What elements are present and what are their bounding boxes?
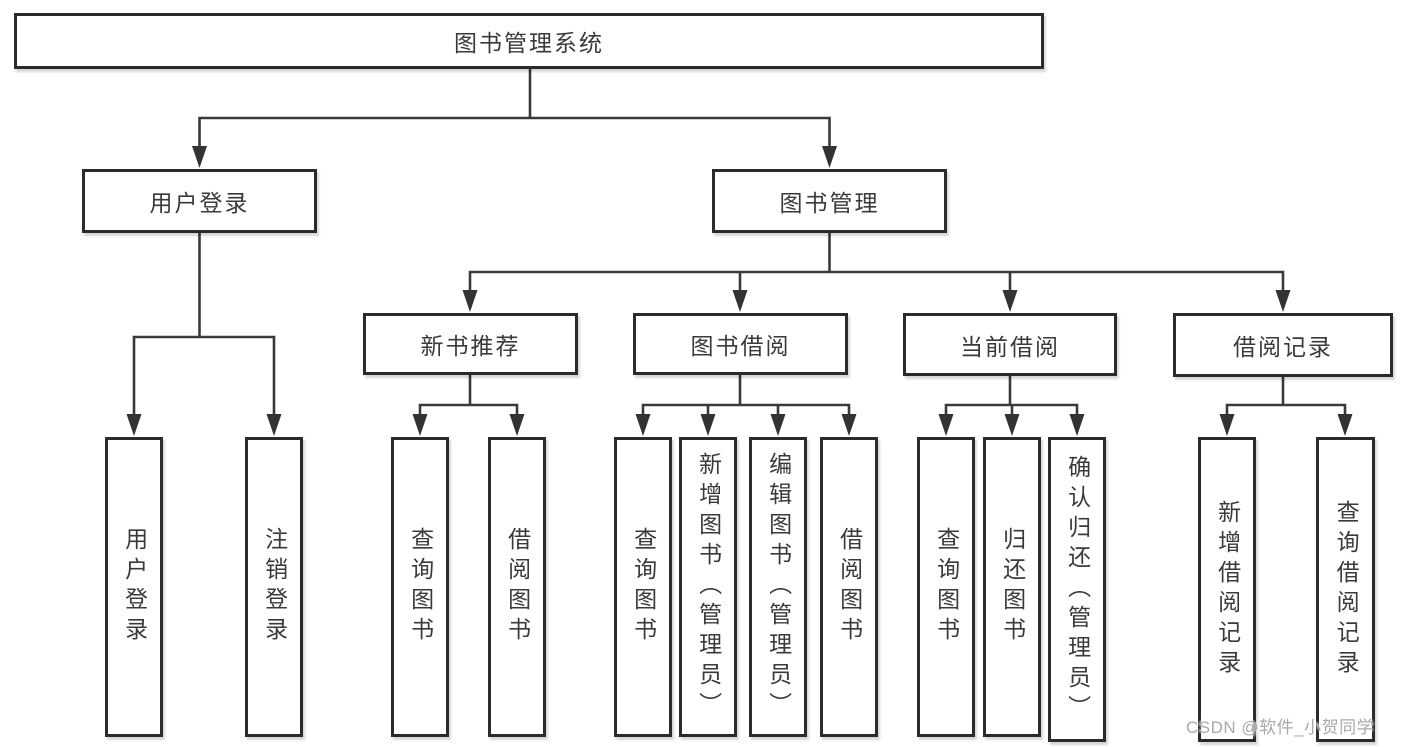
- watermark-text: CSDN @软件_小贺同学: [1186, 718, 1375, 737]
- leaf-return-books: 归还图书: [983, 437, 1041, 737]
- leaf-confirm-return-admin: 确认归还（管理员）: [1048, 437, 1106, 742]
- node-borrow-records: 借阅记录: [1173, 313, 1393, 377]
- leaf-query-books-borrow: 查询图书: [614, 437, 672, 737]
- leaf-edit-books-admin: 编辑图书（管理员）: [749, 437, 807, 737]
- leaf-borrow-books-recommend: 借阅图书: [488, 437, 546, 737]
- leaf-query-books-current: 查询图书: [917, 437, 975, 737]
- leaf-add-books-admin: 新增图书（管理员）: [679, 437, 737, 737]
- node-current-borrow: 当前借阅: [903, 313, 1117, 376]
- leaf-logout: 注销登录: [245, 437, 303, 737]
- node-book-management: 图书管理: [712, 169, 947, 233]
- leaf-user-login: 用户登录: [105, 437, 163, 737]
- node-new-book-recommend: 新书推荐: [363, 313, 578, 375]
- node-book-borrow: 图书借阅: [633, 313, 848, 375]
- node-root-library-system: 图书管理系统: [14, 13, 1044, 69]
- leaf-query-borrow-record: 查询借阅记录: [1316, 437, 1375, 742]
- leaf-borrow-books: 借阅图书: [820, 437, 878, 737]
- leaf-add-borrow-record: 新增借阅记录: [1198, 437, 1256, 742]
- leaf-query-books-recommend: 查询图书: [391, 437, 449, 737]
- node-user-login: 用户登录: [82, 169, 317, 233]
